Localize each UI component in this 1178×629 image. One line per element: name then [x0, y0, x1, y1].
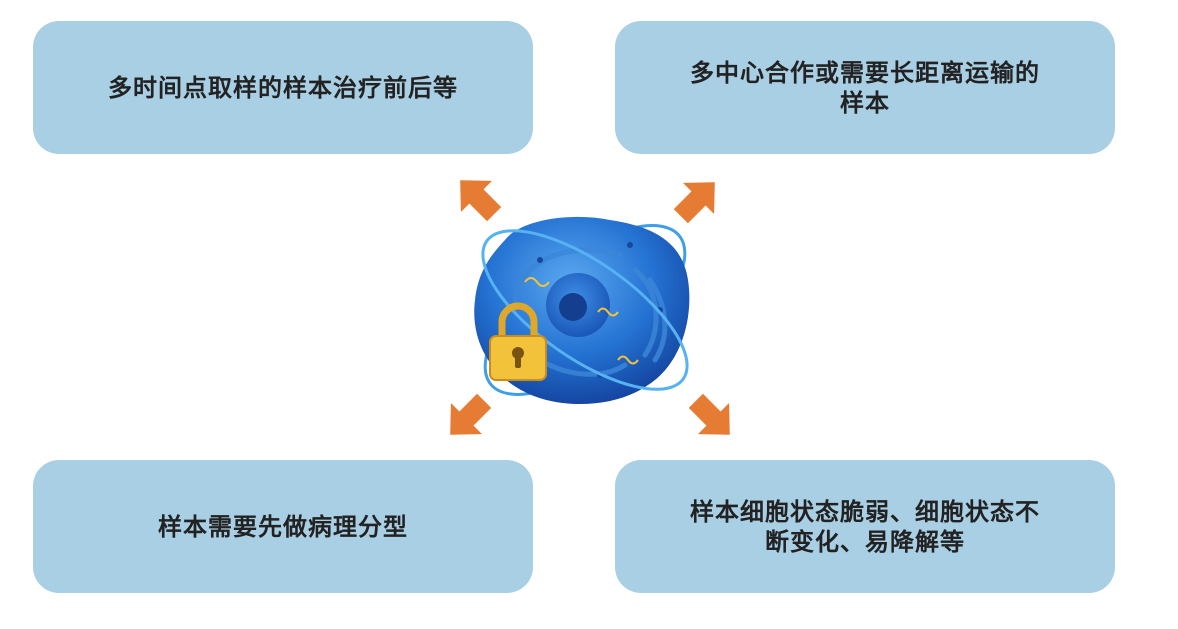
- dna-icon: [524, 277, 639, 365]
- arrow-icon: [460, 180, 502, 222]
- condition-text-top-left: 多时间点取样的样本治疗前后等: [108, 73, 458, 102]
- arrow-icon: [450, 393, 492, 435]
- condition-box-bottom-left: 样本需要先做病理分型: [33, 460, 533, 593]
- arrow-icon: [673, 182, 715, 224]
- condition-box-bottom-right: 样本细胞状态脆弱、细胞状态不 断变化、易降解等: [615, 460, 1115, 593]
- condition-text-bottom-left: 样本需要先做病理分型: [158, 512, 408, 541]
- arrow-icon: [688, 393, 730, 435]
- padlock-icon: [489, 302, 547, 381]
- condition-text-top-right: 多中心合作或需要长距离运输的 样本: [690, 58, 1040, 117]
- condition-box-top-right: 多中心合作或需要长距离运输的 样本: [615, 21, 1115, 154]
- condition-box-top-left: 多时间点取样的样本治疗前后等: [33, 21, 533, 154]
- condition-text-bottom-right: 样本细胞状态脆弱、细胞状态不 断变化、易降解等: [690, 497, 1040, 556]
- center-illustration: [450, 180, 730, 435]
